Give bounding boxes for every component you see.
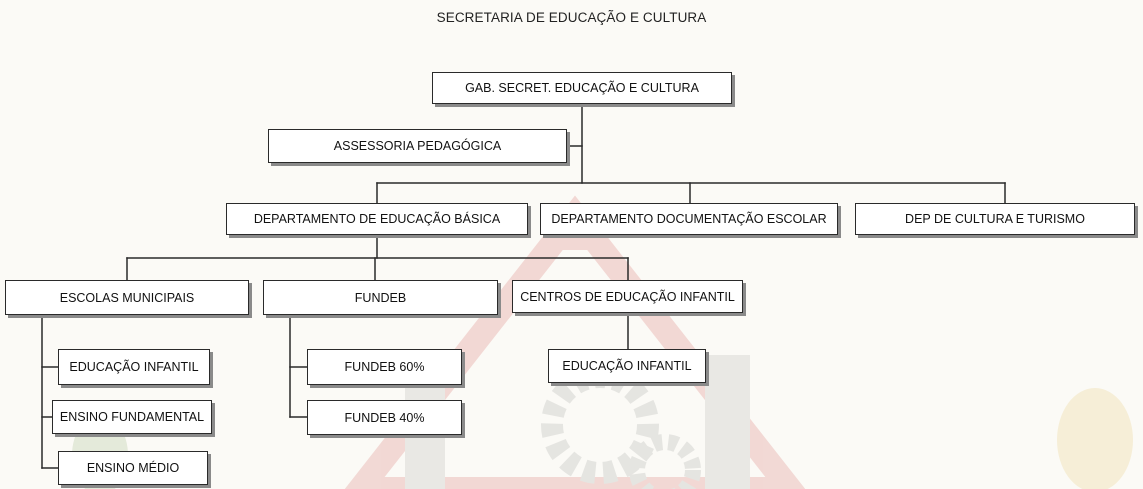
ensino-fundamental-box: ENSINO FUNDAMENTAL [52,400,212,434]
chart-title: SECRETARIA DE EDUCAÇÃO E CULTURA [436,10,707,25]
wheat-sheaf-right-icon [1057,388,1133,489]
centros-educacao-infantil-box: CENTROS DE EDUCAÇÃO INFANTIL [512,280,743,313]
escolas-municipais-box: ESCOLAS MUNICIPAIS [5,280,249,315]
assessoria-pedagogica-box: ASSESSORIA PEDAGÓGICA [268,129,567,163]
educacao-infantil-centros-box: EDUCAÇÃO INFANTIL [548,349,706,383]
dep-cultura-turismo-box: DEP DE CULTURA E TURISMO [855,203,1135,235]
fundeb-40-box: FUNDEB 40% [307,400,462,435]
small-gear-icon [629,434,701,489]
ensino-medio-box: ENSINO MÉDIO [58,451,208,485]
dep-documentacao-escolar-box: DEPARTAMENTO DOCUMENTAÇÃO ESCOLAR [540,203,838,235]
fundeb-box: FUNDEB [263,280,498,315]
emblem-right-tower [705,355,750,489]
gab-secret-educacao-box: GAB. SECRET. EDUCAÇÃO E CULTURA [432,72,732,104]
educacao-infantil-escolas-box: EDUCAÇÃO INFANTIL [58,349,210,385]
fundeb-60-box: FUNDEB 60% [307,349,462,385]
gear-icon [541,366,659,484]
dep-educacao-basica-box: DEPARTAMENTO DE EDUCAÇÃO BÁSICA [226,203,528,235]
